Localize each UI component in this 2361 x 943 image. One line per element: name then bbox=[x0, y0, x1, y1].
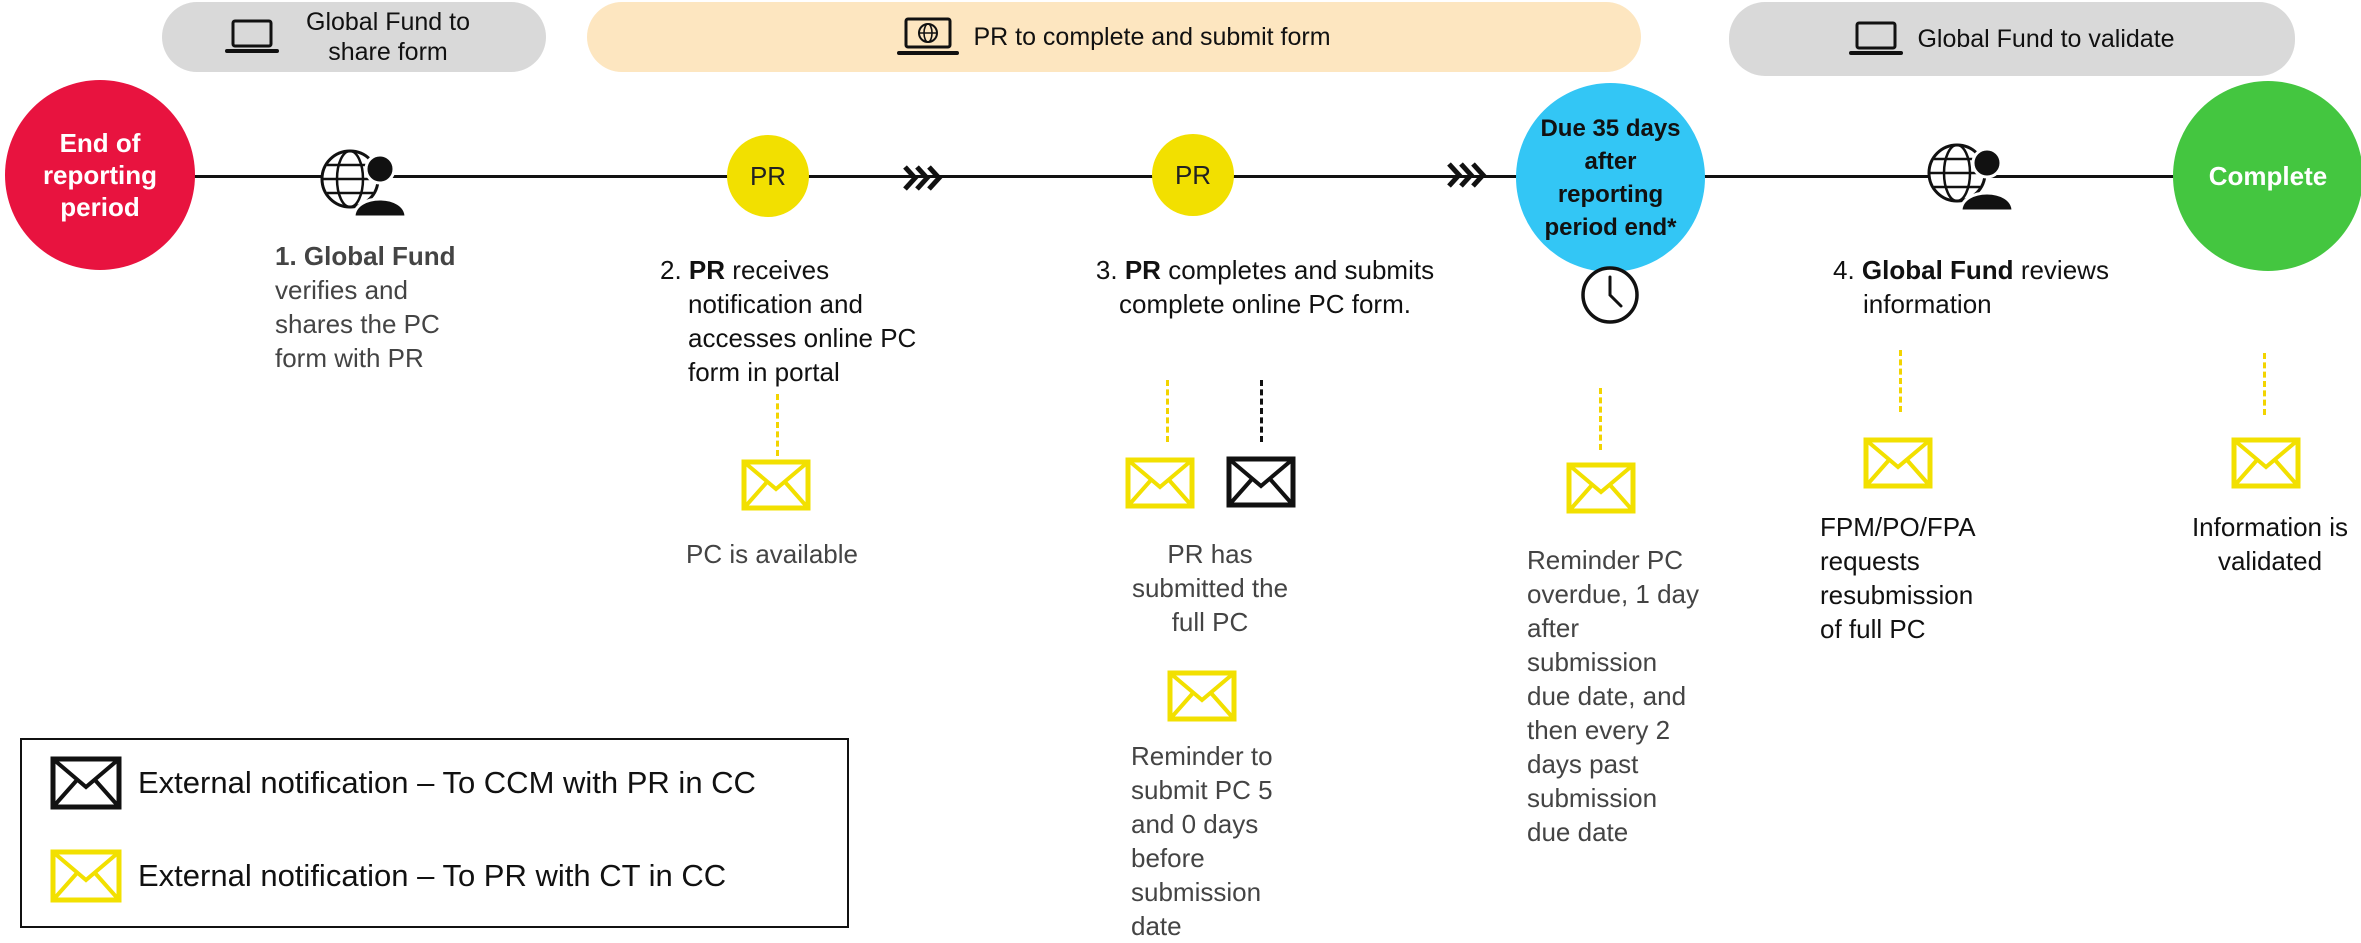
step-3: 3. PR completes and submits complete onl… bbox=[1065, 253, 1465, 321]
globe-person-icon bbox=[1927, 143, 2015, 211]
milestone-complete: Complete bbox=[2173, 81, 2361, 271]
connector-dashed bbox=[1166, 380, 1169, 442]
envelope-icon bbox=[50, 849, 122, 903]
connector-dashed bbox=[1899, 350, 1902, 412]
pr-badge-label: PR bbox=[749, 160, 787, 191]
phase-complete-label: PR to complete and submit form bbox=[973, 22, 1331, 51]
notification-pc-available: PC is available bbox=[686, 539, 858, 569]
envelope-icon bbox=[1226, 456, 1296, 508]
step-2-actor: PR bbox=[688, 255, 726, 285]
notification-pr-submitted: PR has submitted the full PC bbox=[1131, 539, 1289, 637]
milestone-due-label: Due 35 days after reporting period end* bbox=[1540, 114, 1681, 241]
envelope-icon bbox=[50, 756, 122, 810]
legend-black-label: External notification – To CCM with PR i… bbox=[138, 765, 756, 800]
pr-badge-label: PR bbox=[1174, 159, 1212, 190]
connector-dashed bbox=[2263, 353, 2266, 415]
step-4: 4. Global Fund reviews information bbox=[1833, 253, 2173, 321]
triple-chevron-icon bbox=[1447, 162, 1487, 188]
step-4-text: reviews information bbox=[1863, 255, 2109, 319]
legend: External notification – To CCM with PR i… bbox=[20, 738, 849, 928]
triple-chevron-icon bbox=[903, 165, 943, 191]
step-3-number: 3. bbox=[1095, 255, 1118, 285]
envelope-icon bbox=[2231, 437, 2301, 489]
pr-badge: PR bbox=[727, 135, 809, 217]
step-3-actor: PR bbox=[1124, 255, 1161, 285]
connector-dashed bbox=[1599, 388, 1602, 450]
connector-dashed bbox=[776, 394, 779, 456]
notification-resubmission: FPM/PO/FPA requests resubmission of full… bbox=[1820, 512, 1975, 644]
phase-share-form: Global Fund to share form bbox=[162, 2, 546, 72]
step-1: 1. Global Fund verifies and shares the P… bbox=[275, 239, 475, 375]
step-1-text: verifies and shares the PC form with PR bbox=[275, 275, 440, 373]
envelope-icon bbox=[1167, 670, 1237, 722]
envelope-icon bbox=[1566, 462, 1636, 514]
step-1-actor: Global Fund bbox=[303, 241, 456, 271]
milestone-complete-label: Complete bbox=[2208, 160, 2328, 191]
step-3-text: completes and submits complete online PC… bbox=[1119, 255, 1435, 319]
milestone-start-label: End of reporting period bbox=[42, 128, 158, 222]
notification-validated: Information is validated bbox=[2191, 512, 2349, 576]
envelope-icon bbox=[741, 459, 811, 511]
globe-person-icon bbox=[320, 149, 408, 217]
connector-dashed bbox=[1260, 380, 1263, 442]
laptop-globe-icon bbox=[897, 17, 960, 55]
legend-item-black: External notification – To CCM with PR i… bbox=[50, 756, 756, 810]
milestone-due: Due 35 days after reporting period end* bbox=[1516, 83, 1705, 272]
notification-reminder-overdue: Reminder PC overdue, 1 day after submiss… bbox=[1527, 545, 1700, 847]
phase-complete-form: PR to complete and submit form bbox=[587, 2, 1641, 72]
envelope-icon bbox=[1863, 437, 1933, 489]
legend-yellow-label: External notification – To PR with CT in… bbox=[138, 858, 727, 893]
laptop-icon bbox=[1849, 21, 1904, 55]
step-2: 2. PR receives notification and accesses… bbox=[660, 253, 933, 389]
pr-badge: PR bbox=[1152, 134, 1234, 216]
legend-item-yellow: External notification – To PR with CT in… bbox=[50, 849, 726, 903]
phase-validate: Global Fund to validate bbox=[1729, 2, 2295, 76]
phase-share-label: Global Fund to share form bbox=[306, 8, 470, 66]
clock-icon bbox=[1581, 266, 1639, 324]
step-2-text: receives notification and accesses onlin… bbox=[688, 255, 917, 387]
step-1-number: 1. bbox=[275, 241, 297, 271]
envelope-icon bbox=[1125, 457, 1195, 509]
laptop-icon bbox=[225, 19, 279, 53]
step-4-actor: Global Fund bbox=[1861, 255, 2014, 285]
milestone-start: End of reporting period bbox=[5, 80, 195, 270]
step-2-number: 2. bbox=[660, 255, 682, 285]
step-4-number: 4. bbox=[1833, 255, 1855, 285]
phase-validate-label: Global Fund to validate bbox=[1917, 24, 2175, 53]
notification-reminder-submit: Reminder to submit PC 5 and 0 days befor… bbox=[1131, 741, 1273, 941]
